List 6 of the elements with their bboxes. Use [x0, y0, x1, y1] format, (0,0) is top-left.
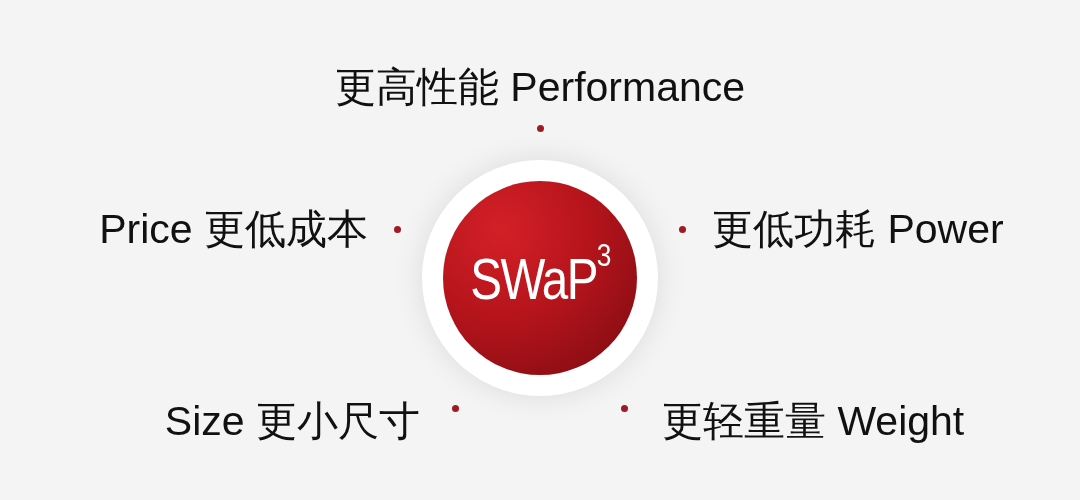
feature-label: Price 更低成本: [99, 205, 368, 253]
feature-label: 更低功耗 Power: [712, 205, 1004, 253]
feature-label: 更轻重量 Weight: [662, 397, 965, 445]
feature-label: Size 更小尺寸: [164, 397, 420, 445]
hub-title: SWaP$^{3}$: [470, 244, 610, 312]
feature-label: 更高性能 Performance: [334, 63, 746, 111]
